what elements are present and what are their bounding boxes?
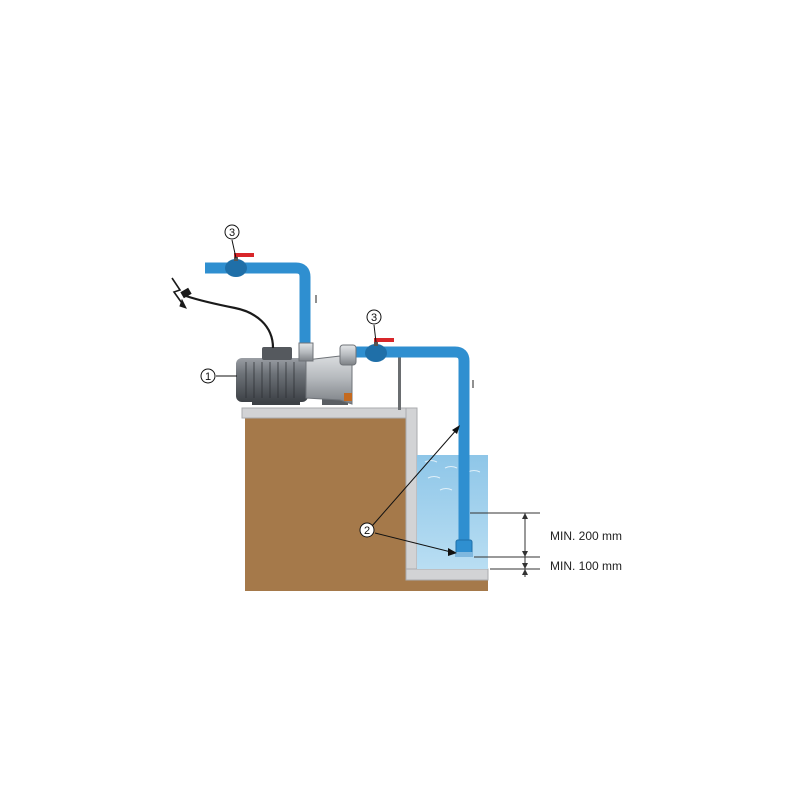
leader-line-foot-valve — [374, 532, 456, 554]
discharge-pipe-path — [205, 262, 311, 345]
dim-arrow-lower-top — [522, 563, 528, 569]
leader-line-valve-right — [373, 324, 377, 343]
callout-valve-top-label: 3 — [229, 227, 235, 239]
arrowhead-suction — [452, 425, 460, 434]
terminal-box — [262, 347, 292, 360]
dimension-label-min-200: MIN. 200 mm — [550, 529, 622, 543]
pipe-support-rod — [398, 355, 401, 410]
dimension-label-min-100: MIN. 100 mm — [550, 559, 622, 573]
arrowhead-foot-valve — [448, 548, 457, 556]
discharge-pipe — [205, 262, 311, 345]
foot-valve-strainer — [455, 552, 473, 557]
callout-foot-valve: 2 — [359, 522, 375, 538]
valve-top-body — [225, 259, 247, 277]
pump — [236, 342, 357, 405]
earth-fill — [245, 418, 408, 591]
suction-port — [339, 344, 357, 366]
callout-valve-right-label: 3 — [371, 312, 377, 324]
leader-line-valve-top — [231, 239, 237, 259]
pump-motor — [236, 358, 308, 402]
dim-arrow-upper-bottom — [522, 551, 528, 557]
suction-pipe-path — [350, 346, 470, 545]
callout-valve-top: 3 — [224, 224, 240, 240]
valve-right-stem — [374, 340, 378, 346]
valve-top-handle — [234, 253, 254, 257]
water-body — [417, 455, 488, 569]
earth-fill-lower — [408, 578, 488, 591]
valve-right-handle — [374, 338, 394, 342]
dim-arrow-lower-bottom — [522, 569, 528, 575]
power-cable — [185, 294, 275, 349]
water-surface-ripples — [424, 460, 481, 491]
callout-valve-right: 3 — [366, 309, 382, 325]
discharge-port — [298, 342, 314, 362]
concrete-ledge — [241, 407, 418, 419]
tank-wall — [405, 407, 418, 581]
valve-right — [365, 338, 394, 362]
valve-right-body — [365, 344, 387, 362]
lightning-plug-icon — [171, 277, 192, 309]
ground-block — [241, 407, 489, 591]
suction-pipe — [350, 346, 470, 545]
water-tank — [417, 455, 488, 569]
callout-pump-label: 1 — [205, 371, 211, 383]
motor-fins — [245, 362, 295, 398]
drain-plug — [344, 393, 352, 401]
leader-line-suction-pipe — [371, 427, 459, 527]
callout-foot-valve-label: 2 — [364, 525, 370, 537]
tank-floor — [405, 568, 489, 581]
dim-arrow-upper-top — [522, 513, 528, 519]
callout-pump: 1 — [200, 368, 216, 384]
